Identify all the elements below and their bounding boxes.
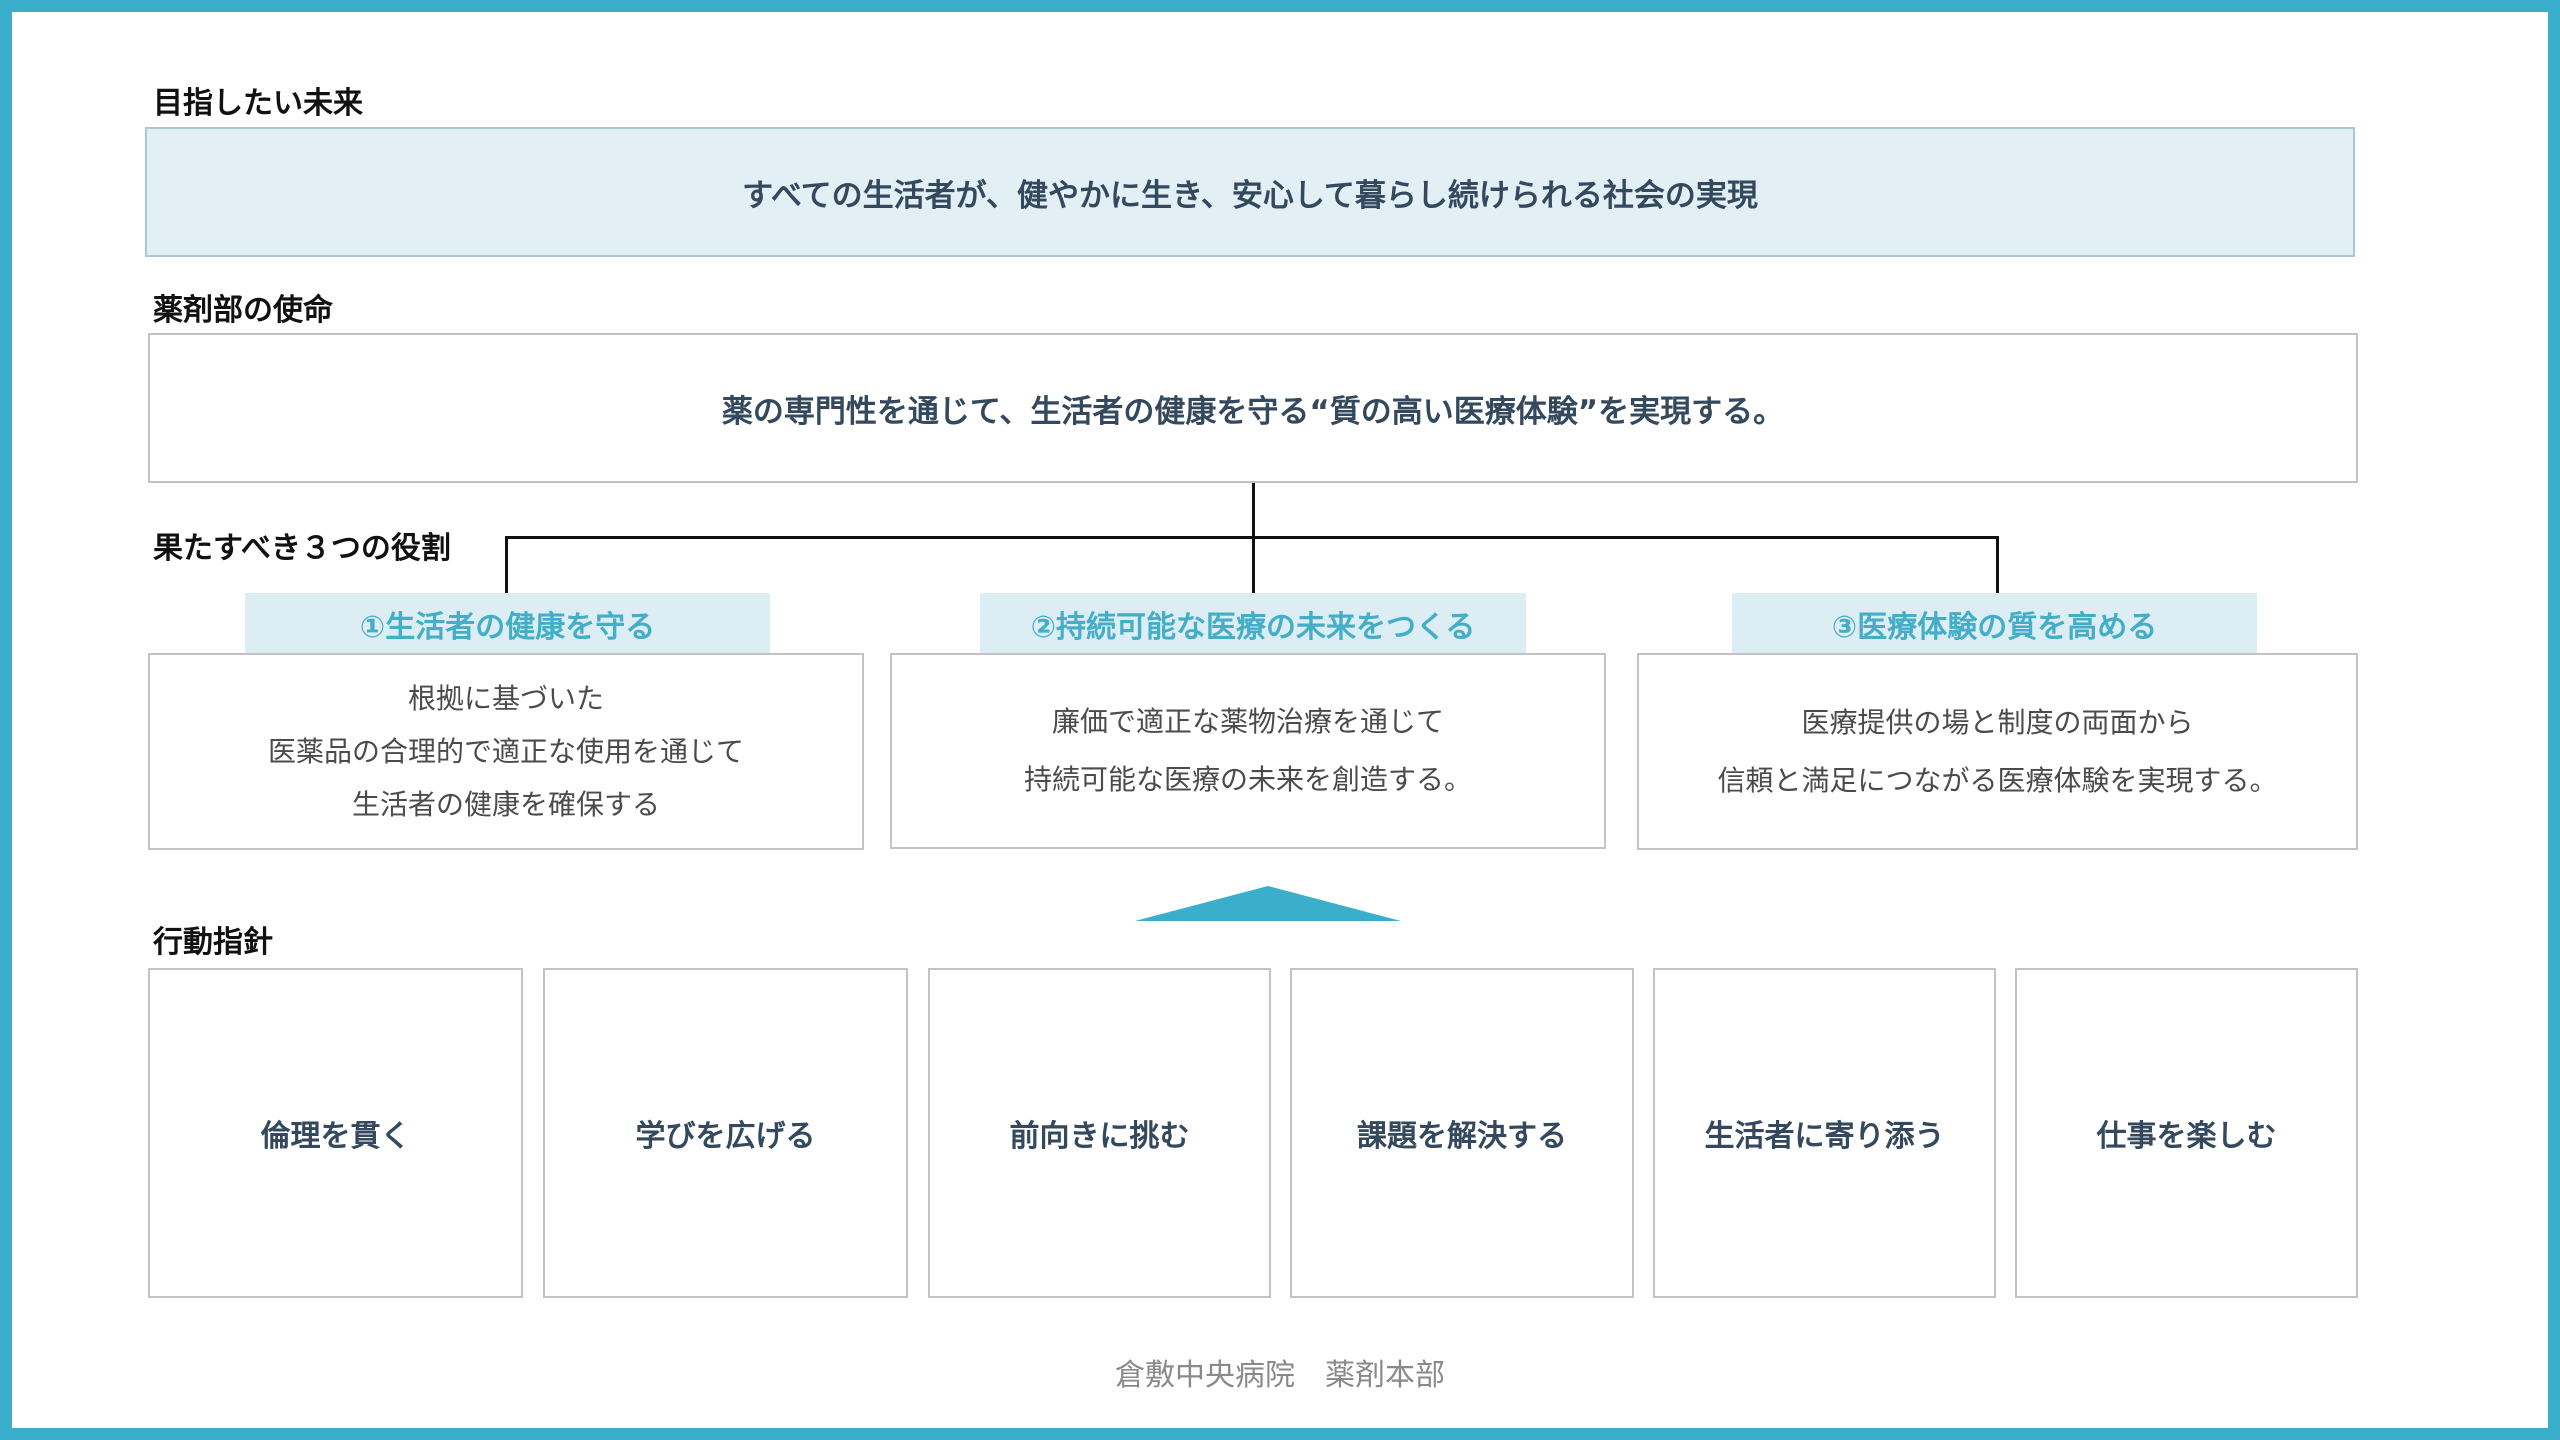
connector-horizontal — [505, 536, 1999, 539]
connector-branch-3 — [1996, 536, 1999, 593]
footer-organization: 倉敷中央病院 薬剤本部 — [1115, 1358, 1445, 1393]
action-card-5: 生活者に寄り添う — [1653, 968, 1996, 1298]
role-2-line-2: 持続可能な医療の未来を創造する。 — [1023, 763, 1472, 796]
vision-box: すべての生活者が、健やかに生き、安心して暮らし続けられる社会の実現 — [145, 127, 2355, 257]
role-2-title: ②持続可能な医療の未来をつくる — [980, 593, 1526, 654]
role-1-title: ①生活者の健康を守る — [245, 593, 770, 654]
arrow-triangle — [1135, 886, 1401, 921]
vision-heading: 目指したい未来 — [153, 86, 363, 121]
action-label-3: 前向きに挑む — [1009, 1119, 1190, 1154]
role-1-line-1: 根拠に基づいた — [407, 682, 604, 715]
upward-arrow-icon — [1135, 886, 1401, 921]
action-label-2: 学びを広げる — [635, 1119, 816, 1154]
action-label-6: 仕事を楽しむ — [2096, 1119, 2277, 1154]
action-label-4: 課題を解決する — [1357, 1119, 1567, 1154]
role-3-line-1: 医療提供の場と制度の両面から — [1801, 705, 2194, 739]
action-card-1: 倫理を貫く — [148, 968, 523, 1298]
role-3-line-2: 信頼と満足につながる医療体験を実現する。 — [1717, 763, 2278, 797]
actions-heading: 行動指針 — [153, 925, 273, 960]
action-card-3: 前向きに挑む — [928, 968, 1271, 1298]
action-card-4: 課題を解決する — [1290, 968, 1634, 1298]
role-1-box: 根拠に基づいた 医薬品の合理的で適正な使用を通じて 生活者の健康を確保する — [148, 653, 864, 850]
role-1-line-3: 生活者の健康を確保する — [351, 788, 660, 821]
action-label-1: 倫理を貫く — [260, 1119, 411, 1154]
action-card-6: 仕事を楽しむ — [2015, 968, 2358, 1298]
role-3-box: 医療提供の場と制度の両面から 信頼と満足につながる医療体験を実現する。 — [1637, 653, 2358, 850]
role-3-title: ③医療体験の質を高める — [1732, 593, 2257, 654]
vision-statement: すべての生活者が、健やかに生き、安心して暮らし続けられる社会の実現 — [742, 177, 1758, 214]
action-label-5: 生活者に寄り添う — [1704, 1119, 1945, 1154]
role-2-line-1: 廉価で適正な薬物治療を通じて — [1051, 705, 1444, 738]
connector-branch-1 — [505, 536, 508, 593]
role-1-line-2: 医薬品の合理的で適正な使用を通じて — [267, 735, 744, 768]
action-card-2: 学びを広げる — [543, 968, 908, 1298]
mission-box: 薬の専門性を通じて、生活者の健康を守る“質の高い医療体験”を実現する。 — [148, 333, 2358, 483]
role-2-box: 廉価で適正な薬物治療を通じて 持続可能な医療の未来を創造する。 — [890, 653, 1606, 849]
mission-statement: 薬の専門性を通じて、生活者の健康を守る“質の高い医療体験”を実現する。 — [721, 393, 1785, 430]
mission-heading: 薬剤部の使命 — [153, 293, 333, 328]
roles-heading: 果たすべき３つの役割 — [153, 531, 451, 566]
